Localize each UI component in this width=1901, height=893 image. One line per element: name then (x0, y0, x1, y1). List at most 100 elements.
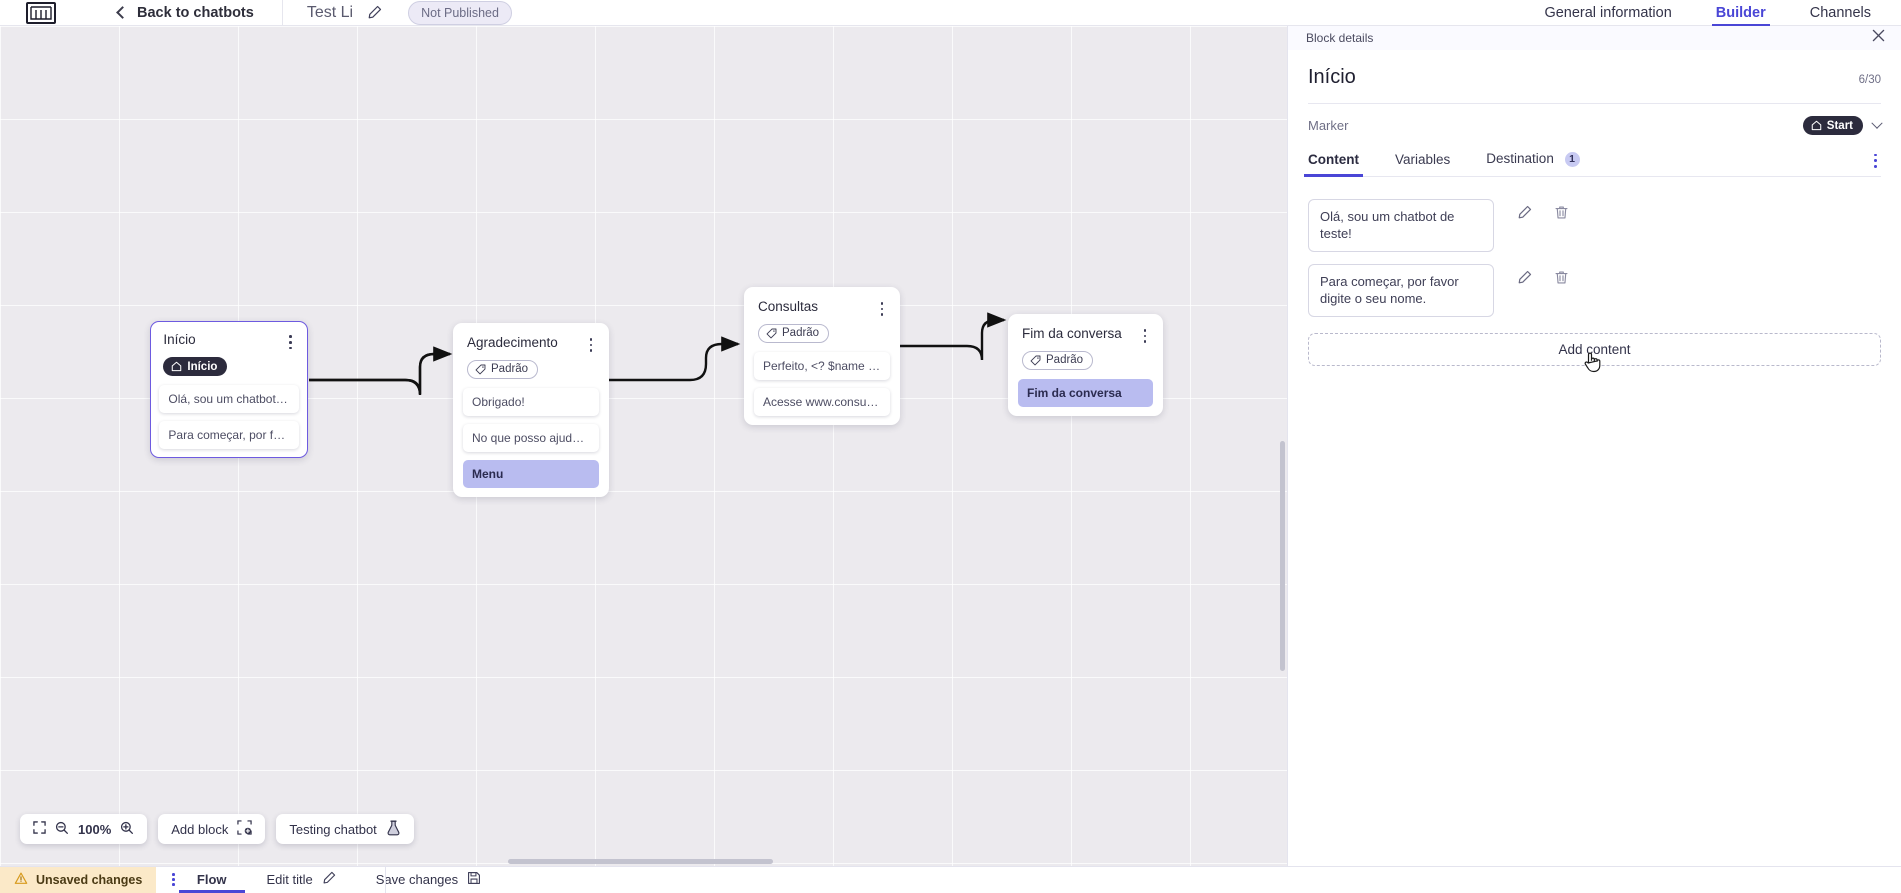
divider (282, 0, 283, 26)
add-block-button[interactable]: Add block (158, 814, 265, 844)
delete-trash-icon[interactable] (1554, 205, 1569, 220)
node-marker-label: Início (187, 361, 217, 373)
block-title-row: Início 6/30 (1308, 66, 1881, 89)
node-message[interactable]: Perfeito, <? $name ?>! (754, 352, 890, 380)
node-message[interactable]: Acesse www.consultas.com par... (754, 388, 890, 416)
node-message[interactable]: Obrigado! (463, 388, 599, 416)
panel-header-title: Block details (1306, 31, 1373, 45)
block-details-panel: Block details Início 6/30 Marker Start (1287, 26, 1901, 866)
content-row-actions (1517, 199, 1569, 220)
bottom-tab-flow[interactable]: Flow (189, 867, 235, 893)
node-message[interactable]: No que posso ajudar, <? $name ... (463, 424, 599, 452)
tag-icon (475, 364, 486, 375)
flow-node-fim-da-conversa[interactable]: Fim da conversa Padrão Fim da conversa (1008, 314, 1163, 416)
flow-label: Flow (197, 872, 227, 887)
tab-variables[interactable]: Variables (1395, 152, 1450, 176)
tab-general-information[interactable]: General information (1544, 0, 1671, 26)
tag-icon (766, 328, 777, 339)
unsaved-changes-label: Unsaved changes (36, 873, 142, 887)
canvas-horizontal-scrollbar[interactable] (508, 859, 773, 864)
save-changes-label: Save changes (376, 872, 458, 887)
tab-content[interactable]: Content (1308, 152, 1359, 176)
tag-icon (1030, 355, 1041, 366)
node-title: Consultas (754, 297, 818, 314)
character-counter: 6/30 (1859, 74, 1881, 86)
edit-title-button[interactable]: Edit title (259, 867, 344, 893)
save-disk-icon (467, 871, 481, 888)
panel-header: Block details (1288, 26, 1901, 50)
node-marker-default-badge: Padrão (758, 324, 829, 343)
warning-triangle-icon (14, 872, 28, 888)
logo-glyph (30, 6, 52, 20)
content-list: Olá, sou um chatbot de teste! Para começ… (1288, 177, 1901, 318)
edit-pencil-icon[interactable] (1517, 270, 1532, 285)
node-header: Fim da conversa (1018, 324, 1153, 343)
flow-node-consultas[interactable]: Consultas Padrão Perfeito, <? $name ?>! … (744, 287, 900, 425)
divider (385, 867, 386, 893)
node-message-accent[interactable]: Menu (463, 460, 599, 488)
node-message[interactable]: Para começar, por favor digite o ... (159, 421, 298, 449)
flow-canvas[interactable]: Início Início Olá, sou um chatbot de tes… (0, 26, 1287, 866)
tab-destination[interactable]: Destination 1 (1486, 151, 1579, 176)
add-block-icon (237, 820, 252, 838)
node-title: Início (159, 330, 195, 347)
chevron-down-icon[interactable] (1871, 117, 1882, 128)
bottom-bar: Unsaved changes Flow Edit title Save cha… (0, 866, 1901, 892)
canvas-toolbar: 100% Add block Testing chatbot (20, 814, 414, 844)
close-icon[interactable] (1872, 29, 1885, 47)
node-message-accent[interactable]: Fim da conversa (1018, 379, 1153, 407)
content-text-field[interactable]: Olá, sou um chatbot de teste! (1308, 199, 1494, 252)
zoom-controls[interactable]: 100% (20, 814, 147, 844)
flow-node-inicio[interactable]: Início Início Olá, sou um chatbot de tes… (150, 321, 308, 458)
fit-screen-icon[interactable] (33, 821, 46, 837)
tab-destination-label: Destination (1486, 151, 1554, 166)
node-message[interactable]: Olá, sou um chatbot de teste! (159, 385, 298, 413)
edit-pencil-icon[interactable] (1517, 205, 1532, 220)
zoom-in-icon[interactable] (120, 821, 134, 838)
zoom-level-value: 100% (78, 822, 111, 837)
marker-start-badge[interactable]: Start (1803, 116, 1863, 135)
edit-title-label: Edit title (267, 872, 313, 887)
node-marker-label: Padrão (782, 327, 819, 339)
home-icon (1811, 120, 1822, 131)
panel-body: Início 6/30 Marker Start Content Varia (1288, 50, 1901, 177)
delete-trash-icon[interactable] (1554, 270, 1569, 285)
node-header: Consultas (754, 297, 890, 316)
edit-name-pencil-icon[interactable] (367, 5, 382, 20)
add-block-label: Add block (171, 822, 228, 837)
node-menu-kebab-icon[interactable] (283, 330, 299, 349)
panel-tabs-overflow-kebab-icon[interactable] (1874, 154, 1877, 168)
tab-builder[interactable]: Builder (1716, 0, 1766, 26)
node-marker-label: Padrão (1046, 354, 1083, 366)
flow-node-agradecimento[interactable]: Agradecimento Padrão Obrigado! No que po… (453, 323, 609, 497)
tab-variables-label: Variables (1395, 152, 1450, 167)
chatbot-name: Test Li (307, 4, 353, 22)
testing-chatbot-label: Testing chatbot (289, 822, 376, 837)
node-menu-kebab-icon[interactable] (874, 297, 890, 316)
divider (1308, 103, 1881, 104)
content-row: Olá, sou um chatbot de teste! (1308, 199, 1881, 252)
app-logo-icon[interactable] (26, 2, 56, 24)
top-bar: Back to chatbots Test Li Not Published G… (0, 0, 1901, 26)
marker-label: Marker (1308, 118, 1348, 133)
destination-count-badge: 1 (1565, 152, 1580, 167)
marker-value: Start (1827, 120, 1853, 132)
bottom-bar-kebab-icon[interactable] (172, 873, 175, 886)
content-text-field[interactable]: Para começar, por favor digite o seu nom… (1308, 264, 1494, 317)
tab-channels[interactable]: Channels (1810, 0, 1871, 26)
marker-select[interactable]: Start (1803, 116, 1881, 135)
back-to-chatbots-button[interactable]: Back to chatbots (118, 5, 254, 21)
publish-status-badge: Not Published (408, 1, 512, 25)
panel-tabs: Content Variables Destination 1 (1308, 151, 1881, 177)
node-menu-kebab-icon[interactable] (583, 333, 599, 352)
node-menu-kebab-icon[interactable] (1137, 324, 1153, 343)
top-tabs: General information Builder Channels (1544, 0, 1871, 26)
page-title: Início (1308, 66, 1356, 89)
node-title: Fim da conversa (1018, 324, 1122, 341)
zoom-out-icon[interactable] (55, 821, 69, 838)
node-marker-start-badge: Início (163, 357, 227, 376)
canvas-vertical-scrollbar[interactable] (1280, 441, 1285, 671)
mouse-cursor-pointer-icon (1582, 350, 1602, 379)
edit-pencil-icon (322, 871, 336, 888)
testing-chatbot-button[interactable]: Testing chatbot (276, 814, 413, 844)
